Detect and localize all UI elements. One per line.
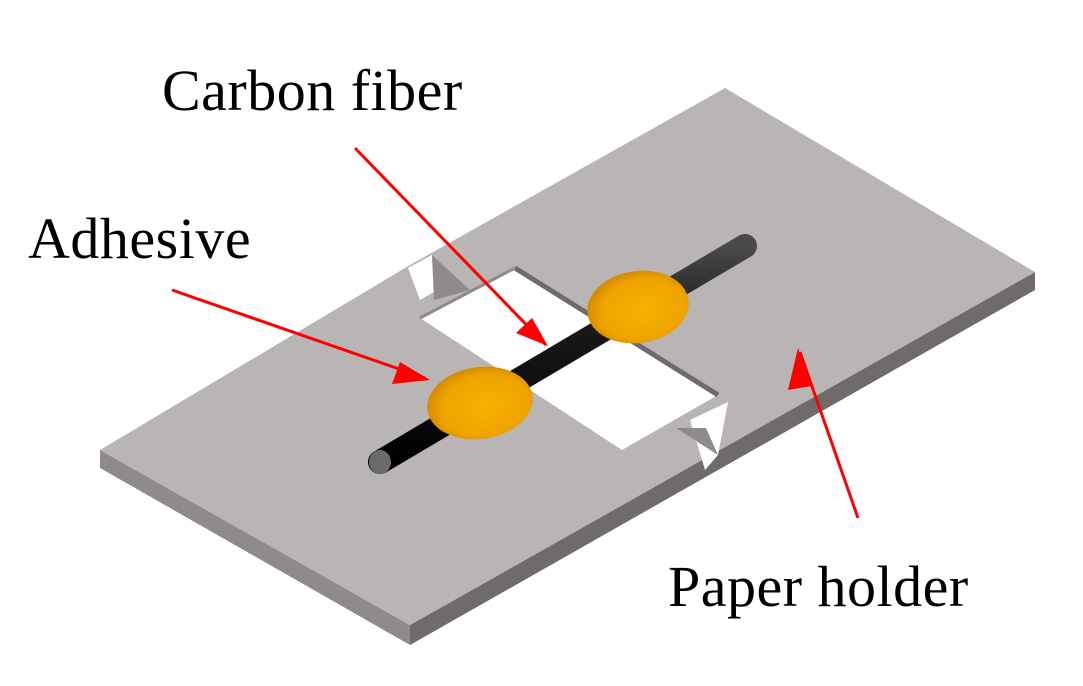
- paper-holder-label: Paper holder: [668, 554, 969, 619]
- paper-holder-window-edge-left: [419, 266, 516, 320]
- adhesive-arrowhead: [392, 362, 430, 384]
- paper-holder-arrowhead: [788, 348, 812, 390]
- adhesive-drop-left: [427, 366, 533, 440]
- adhesive-arrow: [171, 288, 426, 380]
- carbon-fiber-end: [369, 450, 391, 474]
- carbon-fiber-label: Carbon fiber: [162, 58, 463, 123]
- paper-holder-notch-top: [408, 255, 434, 300]
- adhesive-drop-right: [587, 270, 689, 344]
- carbon-fiber-arrowhead: [516, 318, 548, 346]
- paper-holder-right-edge: [410, 272, 1035, 645]
- paper-holder-notch-top-2: [432, 255, 470, 300]
- paper-holder-arrow: [798, 351, 860, 519]
- carbon-fiber-arrow: [353, 146, 548, 347]
- paper-holder-notch-bottom-2: [676, 428, 718, 455]
- adhesive-label: Adhesive: [28, 206, 252, 271]
- paper-holder-front-edge: [100, 450, 410, 645]
